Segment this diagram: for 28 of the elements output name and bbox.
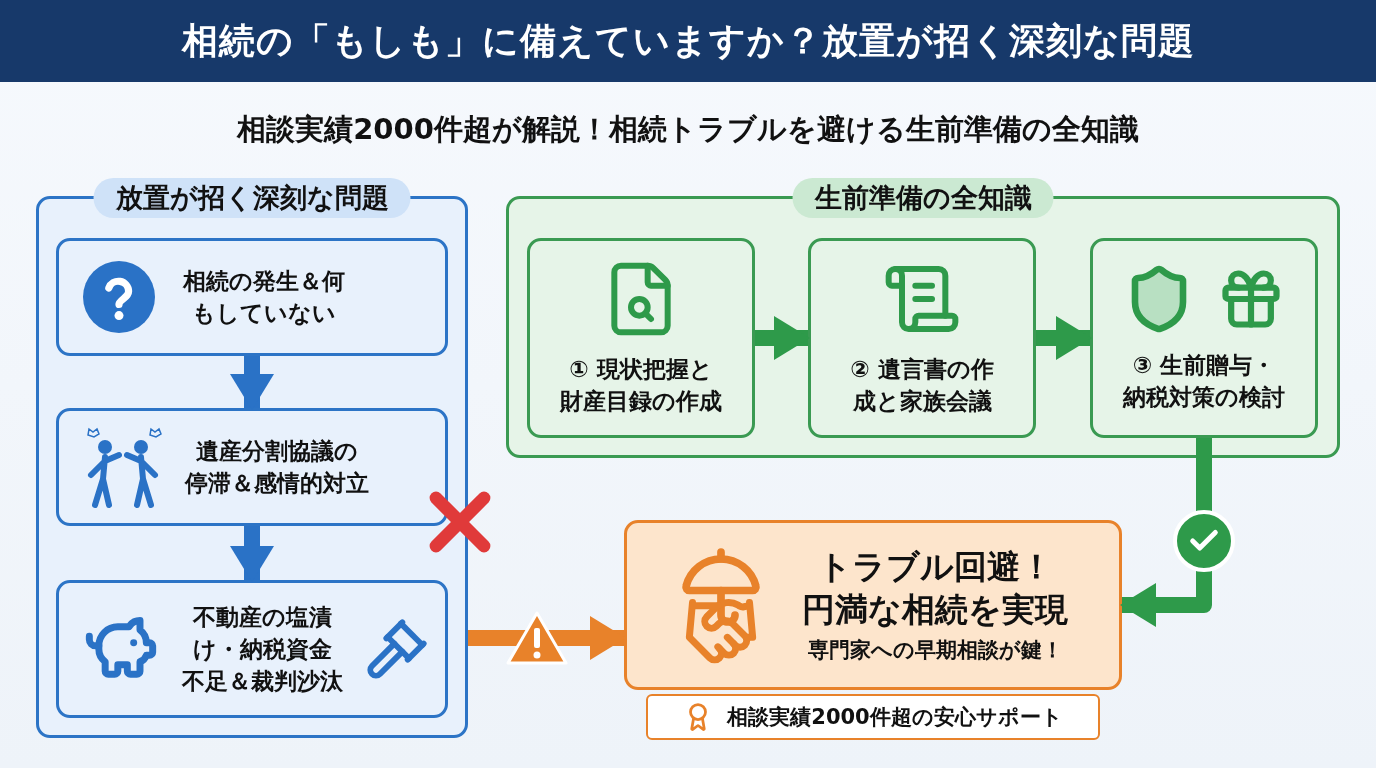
preparation-panel xyxy=(506,178,1340,458)
problem-text: 相続の発生＆何もしていない xyxy=(181,266,346,328)
support-badge xyxy=(646,694,1100,740)
problem-box xyxy=(56,408,448,526)
arrow xyxy=(230,526,274,582)
problem-panel xyxy=(36,178,468,738)
arrow xyxy=(1036,316,1092,360)
result-box xyxy=(624,520,1122,690)
arrow xyxy=(755,316,810,360)
step-box xyxy=(1090,238,1318,438)
title: 相続の「もしも」に備えていますか？放置が招く深刻な問題 xyxy=(181,18,1195,63)
panel-heading: 生前準備の全知識 xyxy=(792,178,1054,218)
badge-text: 相談実績2000件超の安心サポート xyxy=(727,704,1063,731)
result-heading: トラブル回避！円満な相続を実現 xyxy=(801,546,1069,631)
step-text: ① 現状把握と財産目録の作成 xyxy=(558,354,723,416)
problem-box xyxy=(56,580,448,718)
step-box xyxy=(808,238,1036,438)
arrow xyxy=(230,356,274,410)
problem-text: 遺産分割協議の停滞＆感情的対立 xyxy=(183,436,370,498)
problem-box xyxy=(56,238,448,356)
result-subtext: 専門家への早期相談が鍵！ xyxy=(807,636,1063,664)
arrow xyxy=(468,616,626,660)
step-text: ③ 生前贈与・納税対策の検討 xyxy=(1121,350,1286,412)
step-box xyxy=(527,238,755,438)
step-text: ② 遺言書の作成と家族会議 xyxy=(849,354,995,416)
panel-heading: 放置が招く深刻な問題 xyxy=(93,178,411,218)
subtitle: 相談実績2000件超が解説！相続トラブルを避ける生前準備の全知識 xyxy=(237,111,1139,148)
problem-text: 不動産の塩漬け・納税資金不足＆裁判沙汰 xyxy=(180,602,344,697)
